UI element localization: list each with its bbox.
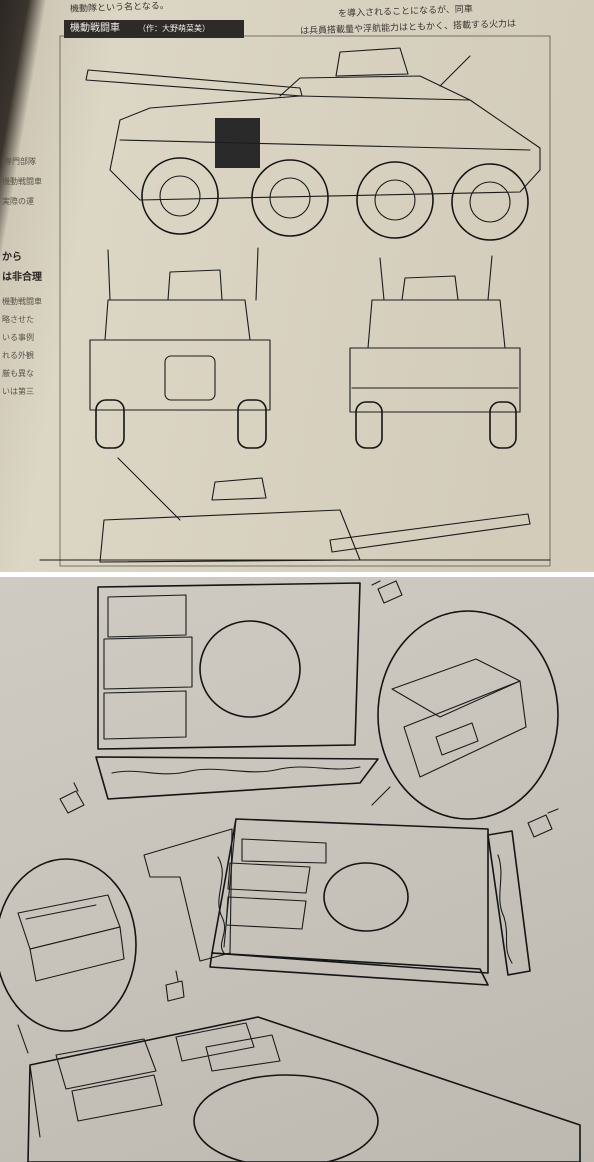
zoom-detail-top-right	[371, 610, 559, 820]
side-view-drawing	[85, 47, 541, 241]
figure-title-bar: 機動戦闘車 （作：大野萌菜美）	[64, 20, 244, 38]
zoom-detail-left	[0, 858, 137, 1054]
left-text-fragment: 専門部隊	[4, 157, 36, 166]
left-text-fragment: は非合理	[2, 272, 42, 283]
left-text-fragment: 機動戦闘車	[2, 297, 42, 306]
assembly-sketch-photo	[0, 577, 594, 1162]
left-text-fragment: から	[2, 252, 22, 263]
left-text-fragment: 実際の運	[2, 197, 34, 206]
drawing-frame	[59, 35, 551, 567]
strip-part	[95, 756, 379, 800]
left-text-fragment: いは第三	[2, 387, 34, 396]
left-text-fragment: 厳も異な	[2, 369, 34, 378]
front-view-drawing	[349, 255, 521, 449]
book-page-photo: 専門部隊 機動戦闘車 実際の運 から は非合理 機動戦闘車 略させた いる事例 …	[0, 0, 594, 572]
vertical-strip-part	[487, 830, 531, 976]
rear-view-drawing	[89, 247, 271, 449]
figure-credit: （作：大野萌菜美）	[138, 24, 210, 33]
glue-bottle-icon	[371, 580, 403, 604]
parts-sheet	[97, 582, 361, 750]
tank-drawings	[39, 35, 551, 567]
figure-title: 機動戦闘車	[70, 23, 120, 34]
glue-bottle-icon	[527, 808, 559, 838]
top-view-drawing	[39, 457, 551, 563]
left-text-fragment: れる外観	[2, 351, 34, 360]
bottom-assembly	[27, 1016, 581, 1162]
left-page-column: 専門部隊 機動戦闘車 実際の運 から は非合理 機動戦闘車 略させた いる事例 …	[0, 0, 44, 572]
central-assembly	[143, 818, 489, 986]
assembly-sketch	[0, 580, 581, 1162]
left-text-fragment: 略させた	[2, 315, 34, 324]
photo-divider	[0, 572, 594, 577]
glue-bottle-icon	[59, 782, 85, 814]
left-text-fragment: いる事例	[2, 333, 34, 342]
left-text-fragment: 機動戦闘車	[2, 177, 42, 186]
glue-bottle-icon	[165, 970, 185, 1002]
